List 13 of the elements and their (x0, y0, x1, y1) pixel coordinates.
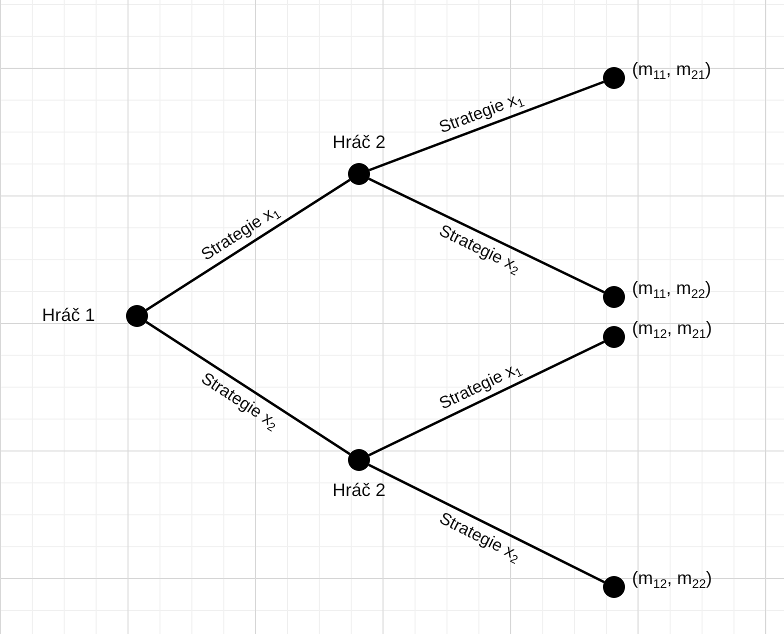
payoff-label: (m$_{12}$, m$_{21}$) (632, 318, 712, 340)
player-label: Hráč 1 (42, 305, 96, 327)
tree-branch (146, 320, 350, 456)
tree-branch (368, 464, 605, 584)
player-label: Hráč 2 (332, 480, 386, 502)
payoff-label: (m$_{12}$, m$_{22}$) (632, 568, 712, 590)
tree-branch (368, 80, 604, 172)
tree-branch (368, 178, 605, 294)
tree-branch (146, 178, 350, 312)
tree-branch (368, 340, 605, 456)
payoff-label: (m$_{11}$, m$_{21}$) (632, 59, 712, 81)
payoff-label: (m$_{11}$, m$_{22}$) (632, 278, 712, 300)
player-label: Hráč 2 (332, 132, 386, 154)
